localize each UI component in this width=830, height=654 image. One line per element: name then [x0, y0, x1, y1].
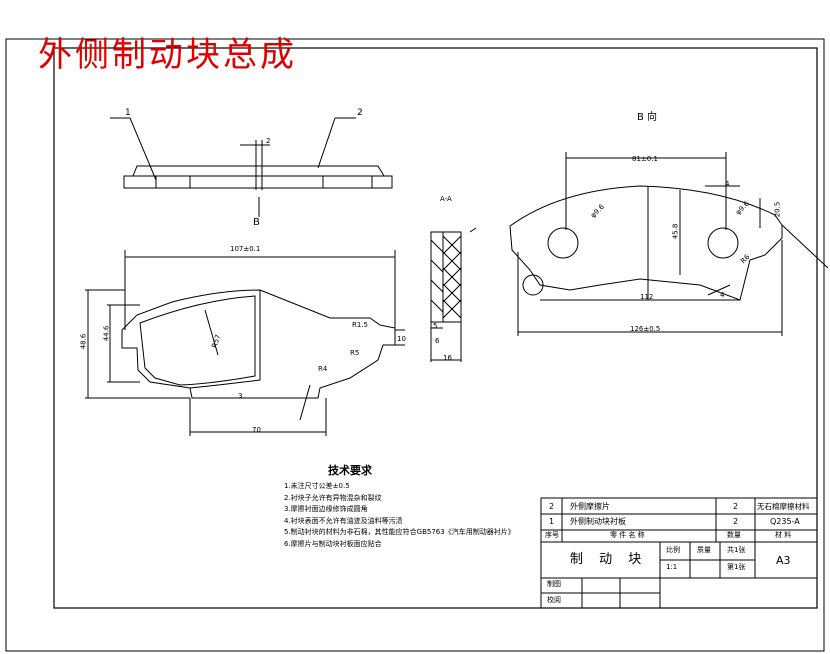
section-label-b: B [253, 217, 260, 228]
b-view [509, 152, 829, 336]
balloon-1: 1 [125, 108, 131, 118]
scale-label: 比例 [666, 546, 680, 554]
header-qty: 数量 [727, 531, 741, 539]
outer-border [5, 38, 825, 652]
dim-side-20: 20.5 [773, 201, 782, 218]
row-1-no: 1 [549, 517, 555, 526]
tech-req-item: 2.衬块子允许有异物混杂和裂纹 [284, 493, 382, 502]
dim-4-top: 4 [725, 180, 730, 188]
dim-width: 107±0.1 [230, 245, 261, 253]
row-2-qty: 2 [733, 502, 739, 511]
tech-req-item: 4.衬块表面不允许有油迹及油料等污渍 [284, 516, 403, 525]
tech-req-list: 1.未注尺寸公差±0.5 2.衬块子允许有异物混杂和裂纹 3.摩擦衬面边缘修饰成… [284, 481, 515, 550]
page-title: 外侧制动块总成 [38, 35, 297, 75]
header-name: 零 件 名 称 [610, 531, 645, 539]
dim-126: 126±0.5 [630, 325, 661, 333]
row-1-name: 外侧制动块衬板 [570, 517, 626, 526]
header-no: 序号 [545, 531, 559, 539]
dim-112: 112 [640, 293, 654, 301]
row-2-name: 外侧摩擦片 [570, 502, 610, 511]
side-view [110, 117, 393, 217]
dim-r5: R5 [350, 349, 360, 357]
header-material: 材 料 [775, 531, 792, 539]
balloon-2: 2 [357, 108, 363, 118]
inner-border [53, 47, 818, 609]
scale-value: 1:1 [666, 563, 678, 571]
tech-req-item: 1.未注尺寸公差±0.5 [284, 482, 350, 490]
dim-5: 5 [433, 322, 438, 330]
dim-height-inner: 44.6 [102, 325, 111, 342]
tech-req-item: 5.制动衬块的材料为非石棉，其性能应符合GB5763《汽车用制动器衬片》 [284, 528, 515, 536]
dim-top-81: 81±0.1 [632, 155, 658, 163]
dim-16: 16 [443, 354, 452, 362]
paper-size: A3 [776, 554, 791, 567]
dim-4-bottom: 4 [720, 291, 725, 299]
dim-70: 70 [252, 426, 261, 434]
tech-req-item: 3.摩擦衬面边缘修饰成圆角 [284, 505, 368, 513]
dim-r4: R4 [318, 365, 328, 373]
dim-r15: R1.5 [352, 321, 368, 329]
row-1-material: Q235-A [770, 517, 800, 526]
dim-10: 10 [397, 335, 406, 343]
dim-height-45: 45.8 [671, 223, 680, 240]
tech-req-title: 技术要求 [328, 464, 372, 477]
section-view [430, 227, 477, 362]
tech-req-item: 6.摩擦片与制动块衬板面应贴合 [284, 539, 382, 548]
mass-label: 质量 [697, 546, 711, 554]
dim-height-outer: 48.6 [79, 333, 88, 350]
sheet-total: 共1张 [727, 546, 746, 554]
drawn-by-label: 制图 [547, 580, 561, 588]
section-label-aa: A-A [440, 195, 452, 203]
view-b-label: B 向 [637, 112, 658, 123]
drawing-name: 制 动 块 [570, 552, 648, 567]
title-block-lines [540, 497, 818, 609]
front-view [85, 250, 405, 436]
sheet-no: 第1张 [727, 563, 746, 571]
dim-side-top: 2 [266, 137, 271, 145]
row-1-qty: 2 [733, 517, 739, 526]
dim-3: 3 [238, 392, 243, 400]
row-2-material: 无石棉摩擦材料 [757, 502, 810, 511]
dim-6: 6 [435, 337, 440, 345]
checked-by-label: 校阅 [547, 596, 561, 604]
row-2-no: 2 [549, 502, 555, 511]
